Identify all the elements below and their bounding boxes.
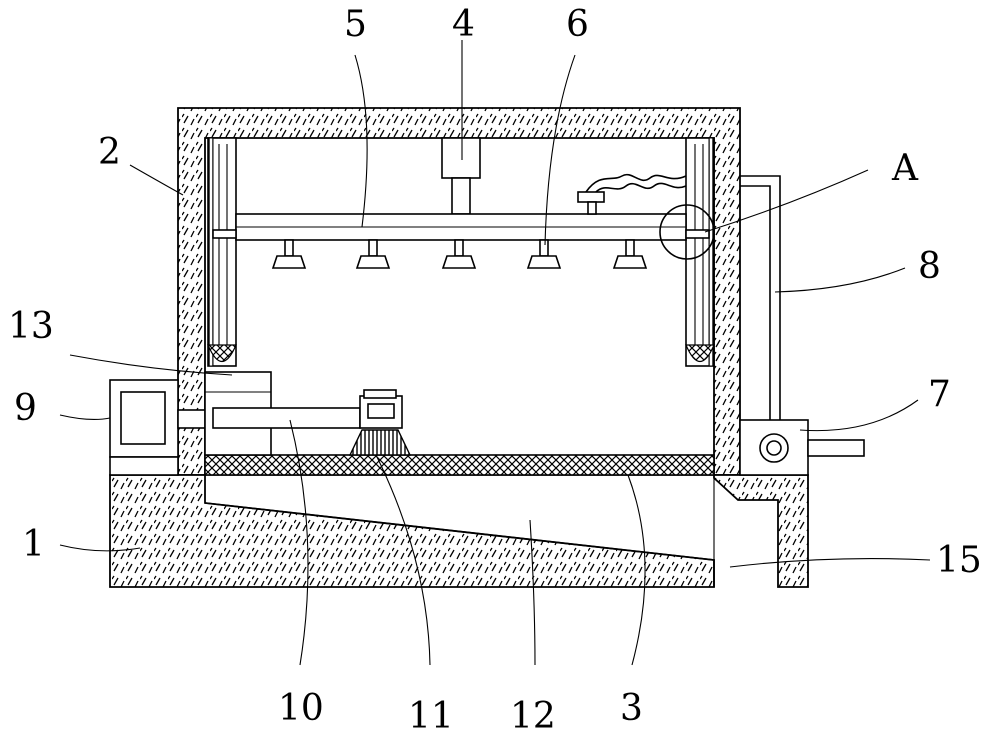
label-6: 6 [566,4,589,45]
screen-mesh [204,454,715,476]
nozzle [355,239,391,269]
part-labels: 5 4 6 2 A 8 13 9 7 1 15 10 11 12 3 [8,4,982,736]
motor [109,379,206,476]
water-pipe [740,175,781,420]
label-10: 10 [278,688,324,729]
right-guide-rail [685,137,715,367]
label-13: 13 [8,306,54,347]
label-5: 5 [344,4,367,45]
lift-cylinder [441,137,481,215]
label-12: 12 [510,696,556,736]
label-9: 9 [14,388,37,429]
nozzle [271,239,307,269]
brush-head [348,389,412,456]
water-pump [739,419,865,476]
label-8: 8 [918,246,941,287]
label-15: 15 [936,540,982,581]
nozzle [526,239,562,269]
left-guide-rail [207,137,237,367]
leader-lines [59,40,931,666]
label-7: 7 [928,374,951,415]
label-11: 11 [408,696,454,736]
label-3: 3 [620,688,643,729]
detail-circle-a [659,204,715,260]
label-4: 4 [452,4,475,45]
spray-bar [212,213,710,241]
push-rod [212,407,361,429]
flexible-hose [577,173,687,215]
label-a: A [891,148,919,189]
label-2: 2 [98,132,121,173]
label-1: 1 [22,524,45,565]
nozzle [612,239,648,269]
nozzle [441,239,477,269]
spray-nozzles [271,239,648,269]
